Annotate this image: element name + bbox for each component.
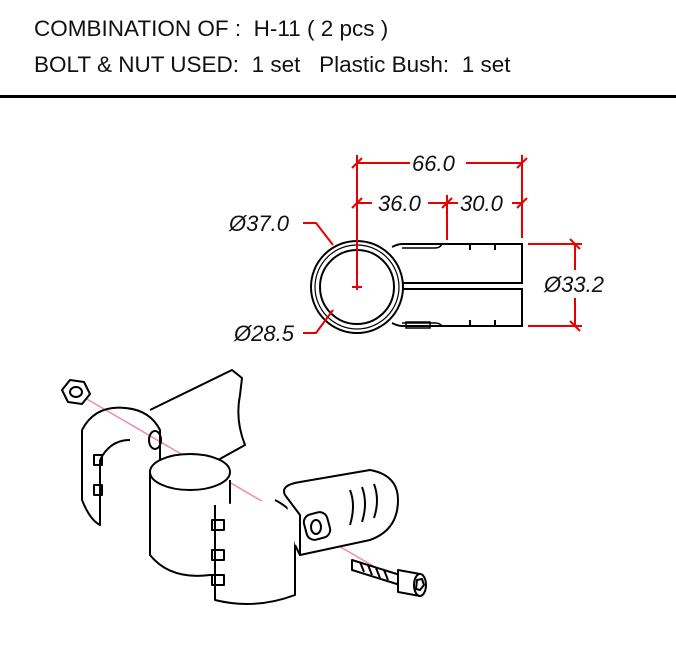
dimension-lines [303,155,582,334]
top-view [310,240,523,334]
dim-overall-length: 66.0 [412,151,456,176]
dim-center-to-step: 36.0 [378,191,422,216]
rear-clamp [81,369,246,526]
dim-step-length: 30.0 [460,191,504,216]
bolt-nut-line: BOLT & NUT USED: 1 set Plastic Bush: 1 s… [34,52,510,78]
dim-outer-diameter: Ø37.0 [228,211,290,236]
combination-line: COMBINATION OF : H-11 ( 2 pcs ) [34,16,388,42]
combination-value: H-11 ( 2 pcs ) [253,16,389,41]
bush-value: 1 set [461,52,511,77]
dim-arm-diameter: Ø33.2 [543,272,604,297]
bolt-value: 1 set [251,52,301,77]
dim-inner-diameter: Ø28.5 [233,321,295,346]
bolt-label: BOLT & NUT USED: [34,52,240,77]
nut-icon [61,379,91,405]
bush-label: Plastic Bush: [319,52,450,77]
header-divider [0,95,676,98]
isometric-view [61,369,427,605]
combination-label: COMBINATION OF : [34,16,242,41]
front-clamp [149,453,399,605]
bolt-icon [351,559,427,597]
